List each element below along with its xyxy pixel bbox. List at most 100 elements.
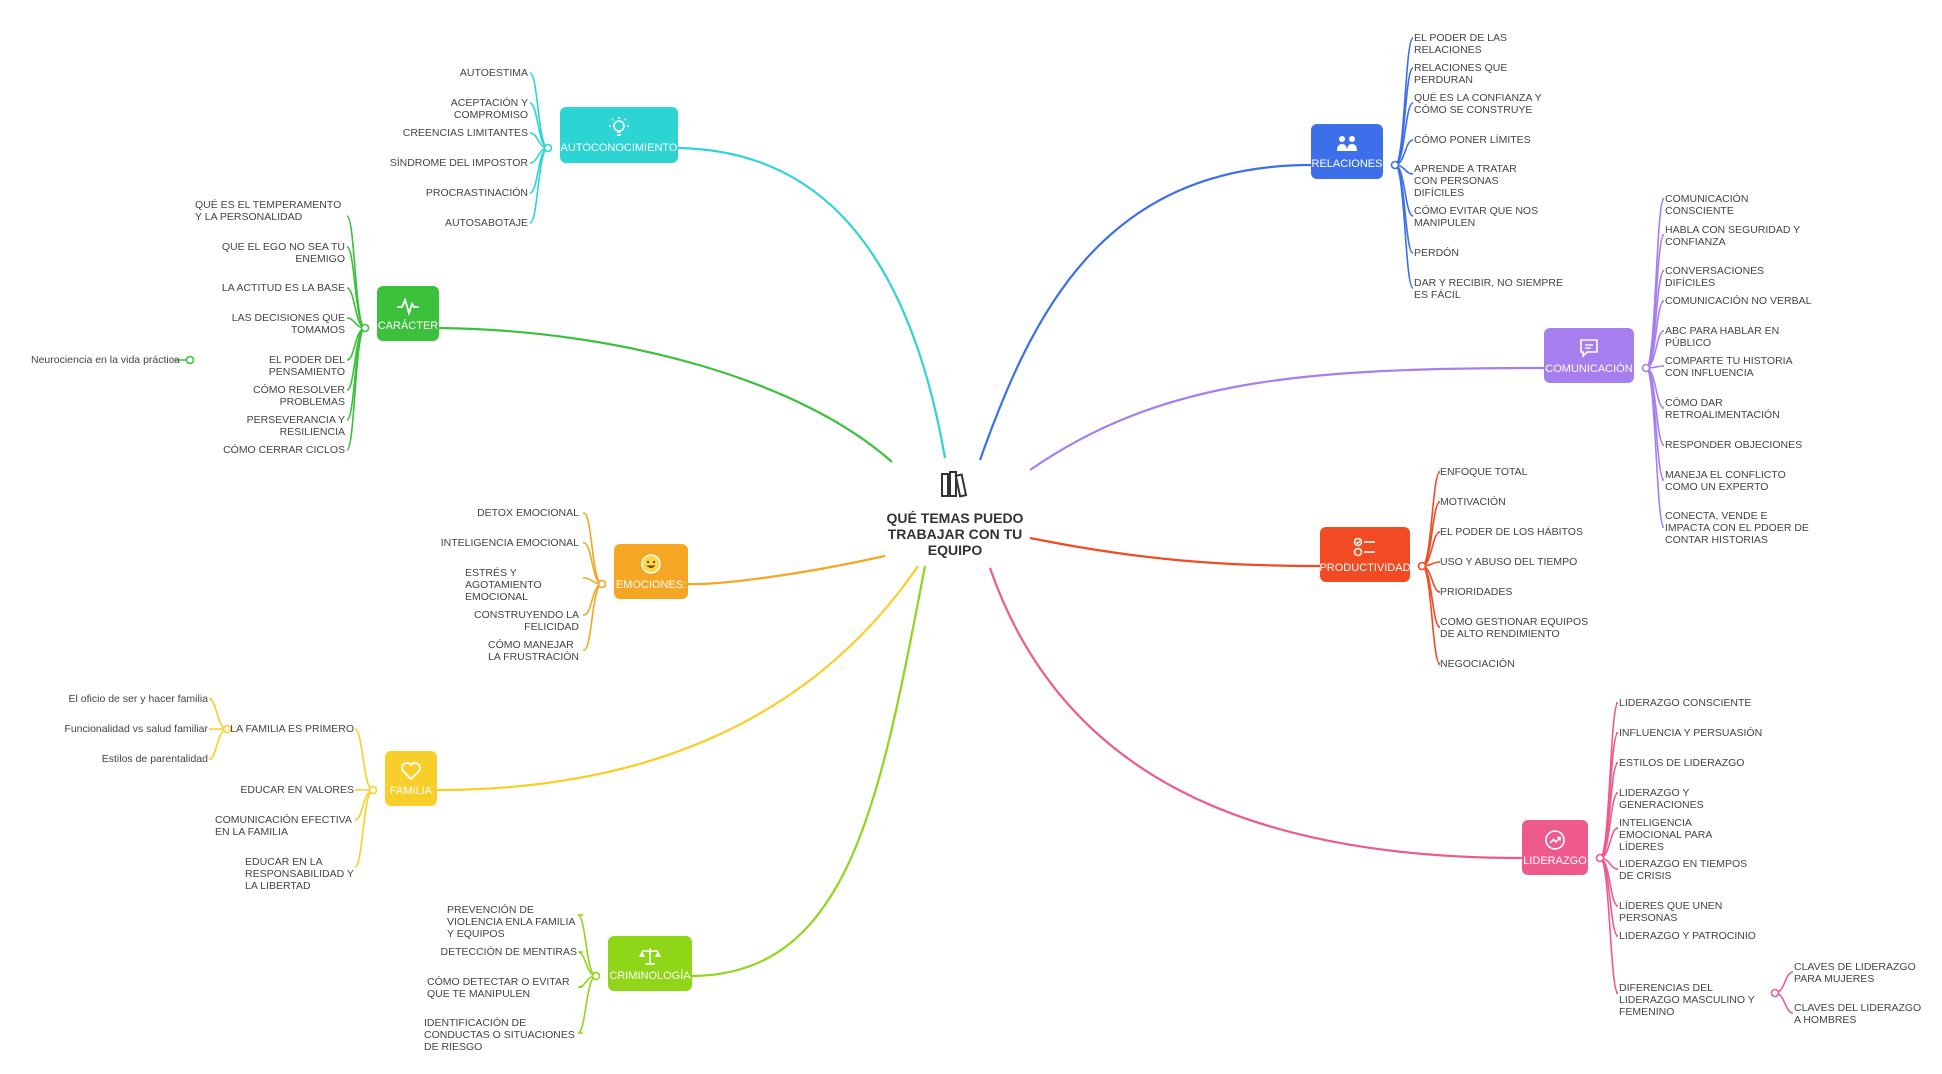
leaf-liderazgo[interactable]: INFLUENCIA Y PERSUASIÓN [1619, 727, 1763, 739]
leaf-liderazgo-sub[interactable]: CLAVES DEL LIDERAZGO A HOMBRES [1794, 1002, 1922, 1026]
leaf-relaciones[interactable]: CÓMO EVITAR QUE NOS MANIPULEN [1414, 205, 1539, 229]
topic-autoconocimiento[interactable]: AUTOCONOCIMIENTO [560, 107, 678, 163]
leaf-caracter-sub[interactable]: Neurociencia en la vida práctica [31, 354, 180, 366]
leaf-liderazgo-sub[interactable]: CLAVES DE LIDERAZGO PARA MUJERES [1794, 961, 1916, 985]
leaf-caracter[interactable]: CÓMO CERRAR CICLOS [223, 444, 345, 456]
leaf-productividad[interactable]: NEGOCIACIÓN [1440, 658, 1515, 670]
leaf-relaciones[interactable]: RELACIONES QUE PERDURAN [1414, 62, 1508, 86]
topic-emociones[interactable]: EMOCIONES: [614, 544, 688, 599]
leaf-comunicacion[interactable]: HABLA CON SEGURIDAD Y CONFIANZA [1665, 224, 1800, 248]
connector-line [978, 163, 1312, 461]
leaf-productividad[interactable]: PRIORIDADES [1440, 586, 1513, 598]
topic-liderazgo[interactable]: LIDERAZGO [1522, 820, 1588, 875]
leaf-emociones[interactable]: ESTRÉS Y AGOTAMIENTO EMOCIONAL [465, 567, 542, 603]
leaf-criminologia[interactable]: DETECCIÓN DE MENTIRAS [440, 946, 577, 958]
topic-relaciones[interactable]: RELACIONES [1311, 124, 1383, 179]
topic-label: PRODUCTIVIDAD [1319, 561, 1411, 574]
topic-criminologia[interactable]: CRIMINOLOGÍA [608, 936, 692, 991]
leaf-liderazgo[interactable]: LIDERAZGO EN TIEMPOS DE CRISIS [1619, 858, 1748, 882]
leaf-familia-sub[interactable]: Funcionalidad vs salud familiar [64, 723, 208, 735]
leaf-liderazgo[interactable]: LÍDERES QUE UNEN PERSONAS [1619, 900, 1723, 924]
leaf-relaciones[interactable]: APRENDE A TRATAR CON PERSONAS DIFÍCILES [1414, 163, 1517, 199]
connector-node [1770, 988, 1780, 998]
leaf-emociones[interactable]: INTELIGENCIA EMOCIONAL [440, 537, 579, 549]
leaf-comunicacion[interactable]: COMUNICACIÓN CONSCIENTE [1665, 193, 1749, 217]
chat-icon [1580, 338, 1598, 358]
connector-line [1599, 857, 1619, 907]
leaf-liderazgo[interactable]: LIDERAZGO CONSCIENTE [1619, 697, 1752, 709]
topic-productividad[interactable]: PRODUCTIVIDAD [1319, 527, 1411, 582]
central-topic[interactable]: QUÉ TEMAS PUEDO TRABAJAR CON TU EQUIPO [886, 510, 1024, 558]
heart-icon [401, 761, 421, 780]
leaf-autoconocimiento[interactable]: PROCRASTINACIÓN [425, 187, 528, 199]
leaf-relaciones[interactable]: DAR Y RECIBIR, NO SIEMPRE ES FÁCIL [1414, 277, 1563, 301]
leaf-comunicacion[interactable]: ABC PARA HABLAR EN PÚBLICO [1665, 325, 1780, 349]
topic-label: LIDERAZGO [1523, 854, 1587, 867]
leaf-comunicacion[interactable]: COMUNICACIÓN NO VERBAL [1665, 295, 1812, 307]
leaf-emociones[interactable]: CÓMO MANEJAR LA FRUSTRACIÓN [488, 639, 580, 663]
leaf-criminologia[interactable]: CÓMO DETECTAR O EVITAR QUE TE MANIPULEN [427, 976, 570, 1000]
leaf-liderazgo[interactable]: INTELIGENCIA EMOCIONAL PARA LÍDERES [1619, 817, 1712, 853]
leaf-criminologia[interactable]: IDENTIFICACIÓN DE CONDUCTAS O SITUACIONE… [424, 1017, 575, 1053]
connector-line [354, 728, 374, 791]
connector-node [185, 355, 195, 365]
connector-line [687, 554, 886, 586]
leaf-autoconocimiento[interactable]: ACEPTACIÓN Y COMPROMISO [450, 97, 528, 121]
leaf-criminologia[interactable]: PREVENCIÓN DE VIOLENCIA ENLA FAMILIA Y E… [447, 904, 575, 940]
leaf-liderazgo[interactable]: DIFERENCIAS DEL LIDERAZGO MASCULINO Y FE… [1619, 982, 1755, 1018]
leaf-relaciones[interactable]: PERDÓN [1414, 247, 1459, 259]
leaf-productividad[interactable]: EL PODER DE LOS HÁBITOS [1440, 526, 1583, 538]
connector-node [1595, 853, 1605, 863]
leaf-comunicacion[interactable]: CONECTA, VENDE E IMPACTA CON EL PDOER DE… [1665, 510, 1809, 546]
leaf-emociones[interactable]: CONSTRUYENDO LA FELICIDAD [473, 609, 579, 633]
leaf-comunicacion[interactable]: COMPARTE TU HISTORIA CON INFLUENCIA [1665, 355, 1792, 379]
connector-line [529, 72, 549, 149]
connector-line [691, 565, 927, 978]
connector-line [354, 789, 374, 821]
topic-comunicacion[interactable]: COMUNICACIÓN [1544, 328, 1634, 383]
leaf-caracter[interactable]: LAS DECISIONES QUE TOMAMOS [231, 312, 345, 336]
leaf-comunicacion[interactable]: CÓMO DAR RETROALIMENTACIÓN [1665, 397, 1780, 421]
leaf-caracter[interactable]: QUÉ ES EL TEMPERAMENTO Y LA PERSONALIDAD [195, 199, 342, 223]
leaf-familia[interactable]: LA FAMILIA ES PRIMERO [230, 723, 354, 735]
topic-familia[interactable]: FAMILIA [385, 751, 437, 806]
leaf-familia[interactable]: EDUCAR EN LA RESPONSABILIDAD Y LA LIBERT… [245, 856, 354, 892]
leaf-productividad[interactable]: MOTIVACIÓN [1440, 496, 1506, 508]
topic-label: AUTOCONOCIMIENTO [560, 142, 678, 154]
leaf-autoconocimiento[interactable]: AUTOESTIMA [459, 67, 528, 79]
leaf-productividad[interactable]: USO Y ABUSO DEL TIEMPO [1440, 556, 1578, 568]
leaf-comunicacion[interactable]: CONVERSACIONES DIFÍCILES [1665, 265, 1765, 289]
leaf-caracter[interactable]: QUE EL EGO NO SEA TU ENEMIGO [221, 241, 345, 265]
connector-node [1390, 160, 1400, 170]
leaf-autoconocimiento[interactable]: CREENCIAS LIMITANTES [402, 127, 528, 139]
leaf-comunicacion[interactable]: RESPONDER OBJECIONES [1665, 439, 1803, 451]
leaf-liderazgo[interactable]: ESTILOS DE LIDERAZGO [1619, 757, 1745, 769]
leaf-autoconocimiento[interactable]: SÍNDROME DEL IMPOSTOR [389, 157, 528, 169]
connector-node [1641, 363, 1651, 373]
leaf-caracter[interactable]: LA ACTITUD ES LA BASE [221, 282, 345, 294]
leaf-liderazgo[interactable]: LIDERAZGO Y PATROCINIO [1619, 930, 1756, 942]
leaf-autoconocimiento[interactable]: AUTOSABOTAJE [444, 217, 528, 229]
leaf-familia-sub[interactable]: El oficio de ser y hacer familia [68, 693, 208, 705]
leaf-familia[interactable]: COMUNICACIÓN EFECTIVA EN LA FAMILIA [215, 814, 352, 838]
leaf-relaciones[interactable]: CÓMO PONER LÍMITES [1414, 134, 1531, 146]
leaf-productividad[interactable]: ENFOQUE TOTAL [1440, 466, 1528, 478]
connector-line [1029, 366, 1545, 471]
leaf-familia-sub[interactable]: Estilos de parentalidad [101, 753, 208, 765]
leaf-comunicacion[interactable]: MANEJA EL CONFLICTO COMO UN EXPERTO [1665, 469, 1786, 493]
leaf-familia[interactable]: EDUCAR EN VALORES [240, 784, 354, 796]
leaf-relaciones[interactable]: EL PODER DE LAS RELACIONES [1414, 32, 1507, 56]
pulse-icon [397, 296, 419, 316]
leaf-relaciones[interactable]: QUÉ ES LA CONFIANZA Y CÓMO SE CONSTRUYE [1414, 92, 1542, 116]
leaf-productividad[interactable]: COMO GESTIONAR EQUIPOS DE ALTO RENDIMIEN… [1440, 616, 1589, 640]
leaf-caracter[interactable]: PERSEVERANCIA Y RESILIENCIA [246, 414, 345, 438]
topic-label: EMOCIONES: [615, 578, 687, 591]
connector-node [591, 971, 601, 981]
leaf-emociones[interactable]: DETOX EMOCIONAL [477, 507, 579, 519]
connector-line [583, 512, 603, 585]
leaf-caracter[interactable]: CÓMO RESOLVER PROBLEMAS [253, 384, 345, 408]
topic-caracter[interactable]: CARÁCTER [377, 286, 439, 341]
leaf-caracter[interactable]: EL PODER DEL PENSAMIENTO [268, 354, 345, 378]
leaf-liderazgo[interactable]: LIDERAZGO Y GENERACIONES [1619, 787, 1704, 811]
